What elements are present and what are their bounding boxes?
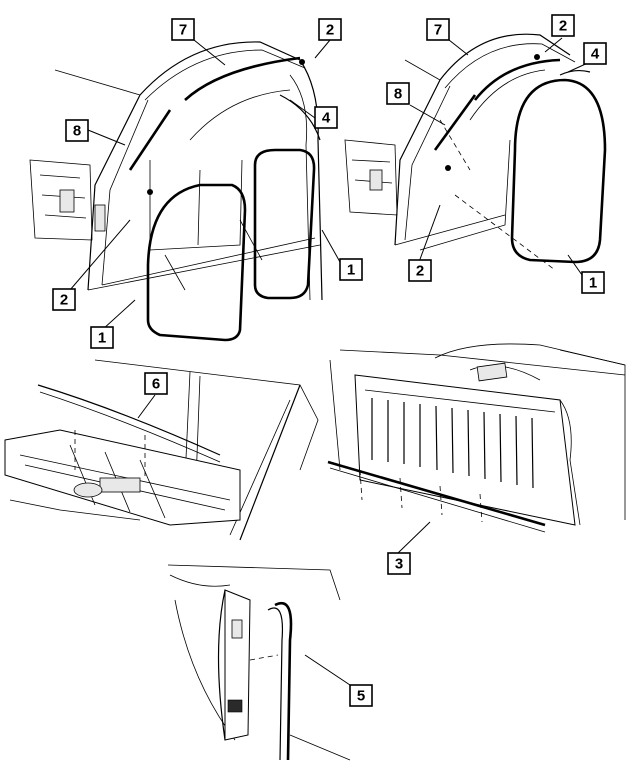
callout-1c-label: 1 [589,275,597,292]
callout-8b: 8 [386,82,410,105]
tailgate-ribs [371,398,534,489]
callout-5: 5 [349,684,373,707]
callout-3-label: 3 [395,556,403,573]
callout-7b: 7 [426,18,450,41]
callout-1b: 1 [90,326,114,349]
callout-6: 6 [144,372,168,395]
callout-2a-label: 2 [326,22,334,39]
callout-2c: 2 [551,14,575,37]
view-cowl [4,359,319,541]
callout-2d-label: 2 [416,263,424,280]
callout-4a: 4 [314,106,338,129]
callout-7a: 7 [171,18,195,41]
view-tailgate [327,343,626,533]
callout-8a: 8 [65,119,89,142]
callout-5-label: 5 [357,688,365,705]
callout-2a: 2 [318,18,342,41]
view-cab-left [29,41,323,342]
callout-1a-label: 1 [347,262,355,279]
callout-2c-label: 2 [559,18,567,35]
callout-6-label: 6 [152,376,160,393]
callout-2b: 2 [52,288,76,311]
view-cab-right [344,33,607,271]
callout-7b-label: 7 [434,22,442,39]
callout-8a-label: 8 [73,123,81,140]
callout-1c: 1 [581,271,605,294]
callout-2d: 2 [408,259,432,282]
callout-2b-label: 2 [60,292,68,309]
callout-1b-label: 1 [98,330,106,347]
callout-8b-label: 8 [394,86,402,103]
callout-1a: 1 [339,258,363,281]
callout-7a-label: 7 [179,22,187,39]
callout-4a-label: 4 [322,110,331,127]
view-rear-corner [167,564,351,761]
callout-4b: 4 [583,42,607,65]
callout-3: 3 [387,552,411,575]
callout-4b-label: 4 [591,46,600,63]
leader-lines [69,37,591,686]
